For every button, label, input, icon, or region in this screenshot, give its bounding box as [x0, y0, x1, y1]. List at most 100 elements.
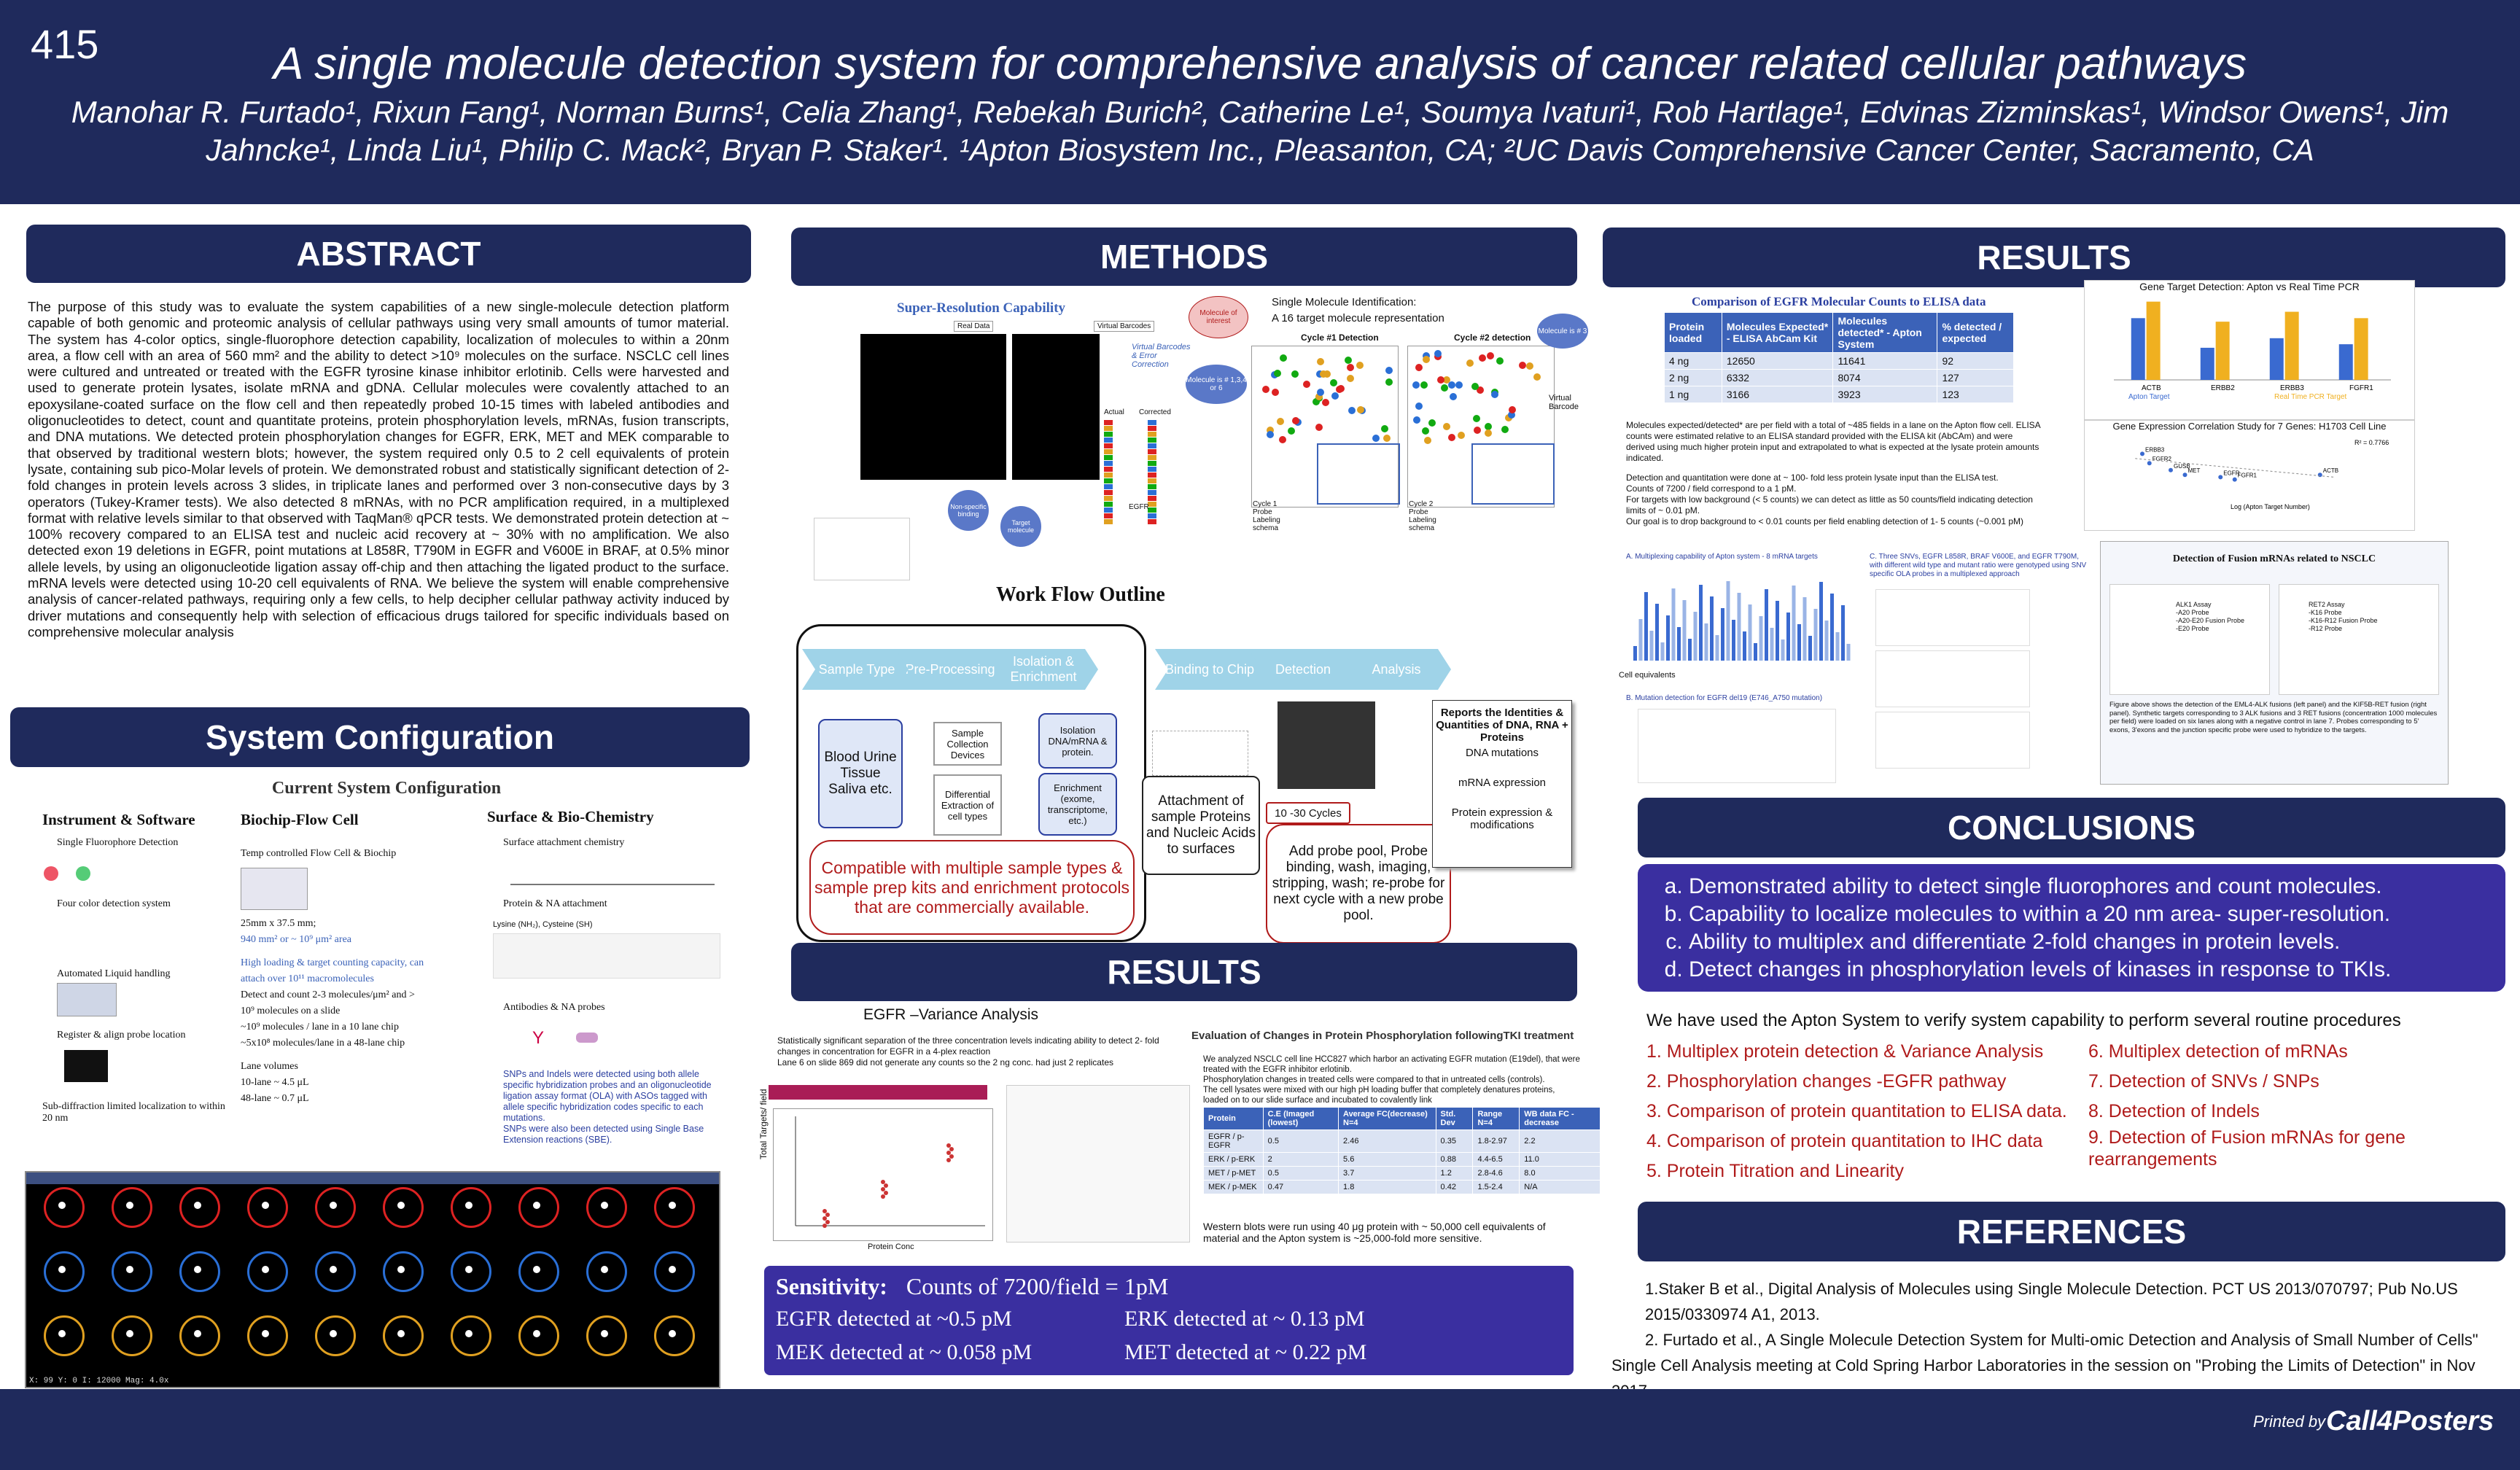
molecule-dot — [1261, 386, 1269, 394]
table-cell: 6332 — [1721, 369, 1834, 386]
detection-circle — [247, 1315, 288, 1356]
molecule-dot — [1323, 370, 1331, 378]
footer-bar — [0, 1389, 2520, 1470]
variance-point — [884, 1191, 888, 1195]
legend-item: -A20 Probe — [2176, 609, 2209, 616]
multiplex-bar — [1824, 621, 1829, 661]
table-cell: 0.5 — [1262, 1129, 1339, 1153]
multiplex-bar — [1819, 582, 1823, 661]
molecule-spot — [601, 1202, 608, 1209]
legend-item: ALK1 Assay — [2176, 601, 2212, 608]
procedures-right: 6. Multiplex detection of mRNAs 7. Detec… — [2088, 1037, 2497, 1170]
snv-title: C. Three SNVs, EGFR L858R, BRAF V600E, a… — [1870, 553, 2087, 578]
scatter-point — [2147, 461, 2152, 466]
barcode-cell — [1104, 472, 1113, 478]
super-res-title: Super-Resolution Capability — [897, 300, 1066, 316]
multiplex-bar — [1655, 604, 1659, 661]
reports-mrna: mRNA expression — [1458, 777, 1547, 789]
table-cell: 3.7 — [1338, 1166, 1436, 1181]
col2-item: 940 mm² or ~ 10⁹ μm² area — [241, 934, 351, 945]
multiplex-bar — [1726, 581, 1730, 661]
step-sample-type: Sample Type — [802, 649, 911, 690]
fluorophore-icon — [44, 866, 58, 881]
table-cell: EGFR / p-EGFR — [1203, 1129, 1264, 1153]
compatible-note: Compatible with multiple sample types & … — [809, 840, 1135, 935]
variance-point — [946, 1151, 951, 1155]
detection-circle — [518, 1315, 559, 1356]
elisa-bullet: Our goal is to drop background to < 0.01… — [1626, 516, 2024, 526]
multiplex-bar — [1808, 636, 1812, 661]
table-header: Protein — [1203, 1107, 1264, 1130]
fusion-panel: Detection of Fusion mRNAs related to NSC… — [2100, 541, 2449, 785]
variance-point — [822, 1224, 827, 1228]
molecule-dot — [1496, 357, 1504, 365]
references-header: REFERENCES — [1638, 1202, 2505, 1261]
molecule-dot — [1278, 436, 1286, 444]
procedure-item: 1. Multiplex protein detection & Varianc… — [1646, 1041, 2044, 1062]
barcode-note: Virtual Barcodes & Error Correction — [1132, 343, 1191, 369]
multiplex-bar — [1813, 609, 1818, 661]
molecule-dot — [1322, 399, 1330, 407]
detection-circle — [586, 1187, 627, 1228]
detection-circle — [112, 1251, 152, 1292]
elisa-note: Molecules expected/detected* are per fie… — [1626, 420, 2041, 463]
cycle2-label: Cycle #2 detection — [1454, 332, 1531, 343]
cycles-box: 10 -30 Cycles — [1266, 802, 1350, 824]
conclusions-header: CONCLUSIONS — [1638, 798, 2505, 858]
barcode-cell — [1148, 449, 1156, 454]
barcode-cell — [1148, 502, 1156, 507]
sysconfig-col3-item: Surface attachment chemistry — [503, 837, 625, 848]
authors: Manohar R. Furtado¹, Rixun Fang¹, Norman… — [29, 93, 2491, 169]
bar — [2131, 318, 2145, 380]
probe-pool-box: Add probe pool, Probe binding, wash, ima… — [1266, 824, 1451, 944]
variance-ylabel: Total Targets/ field — [758, 1089, 769, 1160]
molecule-dot — [1346, 374, 1354, 382]
barcode-cell — [1148, 443, 1156, 448]
cycle2-grid — [1407, 346, 1555, 508]
smi-title: Single Molecule Identification: — [1272, 296, 1417, 308]
molecule-of-interest: Molecule of interest — [1189, 296, 1248, 338]
molecule-dot — [1279, 354, 1287, 362]
procedure-item: 9. Detection of Fusion mRNAs for gene re… — [2088, 1127, 2406, 1170]
corrected-label: Corrected — [1139, 408, 1171, 416]
fusion-title: Detection of Fusion mRNAs related to NSC… — [2172, 553, 2376, 564]
table-cell: MET / p-MET — [1203, 1166, 1264, 1181]
molecule-dot — [1276, 417, 1284, 425]
tick-label: FGFR1 — [2349, 384, 2373, 392]
virtual-barcodes-label: Virtual Barcodes — [1094, 321, 1155, 332]
table-cell: 92 — [1937, 352, 2014, 370]
multiplex-chart — [1633, 581, 1851, 661]
multiplex-bar — [1802, 597, 1807, 661]
procedure-item: 3. Comparison of protein quantitation to… — [1646, 1101, 2067, 1121]
table-cell: 2.8-4.6 — [1472, 1166, 1520, 1181]
point-label: EGFR — [2223, 470, 2239, 476]
table-cell: 1.8 — [1338, 1180, 1436, 1194]
molecule-dot — [1385, 366, 1393, 374]
molecule-dot — [1471, 383, 1479, 391]
molecule-spot — [194, 1266, 201, 1273]
barcode-cell — [1104, 496, 1113, 501]
table-header: Protein loaded — [1664, 312, 1722, 353]
barcode-cell — [1104, 420, 1113, 425]
legend-item: -R12 Probe — [2309, 625, 2343, 632]
molecule-dot — [1331, 392, 1339, 400]
chip-image — [1152, 731, 1248, 776]
detection-circle — [44, 1315, 85, 1356]
molecule-dot — [1473, 426, 1481, 434]
molecule-dot — [1316, 388, 1324, 396]
barcode-cell — [1104, 519, 1113, 524]
table-cell: 12650 — [1721, 352, 1834, 370]
table-header: Std. Dev — [1435, 1107, 1474, 1130]
fusion-caption: Figure above shows the detection of the … — [2109, 701, 2438, 734]
molecule-dot — [1315, 393, 1323, 401]
molecule-dot — [1472, 414, 1480, 422]
fusion-ret-chart: RET2 Assay -K16 Probe -K16-R12 Fusion Pr… — [2279, 584, 2439, 695]
bar — [2146, 301, 2161, 380]
molecule-dot — [1356, 361, 1364, 369]
variance-point — [949, 1147, 954, 1151]
results-mid-header: RESULTS — [791, 943, 1577, 1001]
sysconfig-col1-item: Register & align probe location — [57, 1030, 186, 1041]
detection-circle — [451, 1187, 491, 1228]
molecule-dot — [1476, 386, 1484, 394]
